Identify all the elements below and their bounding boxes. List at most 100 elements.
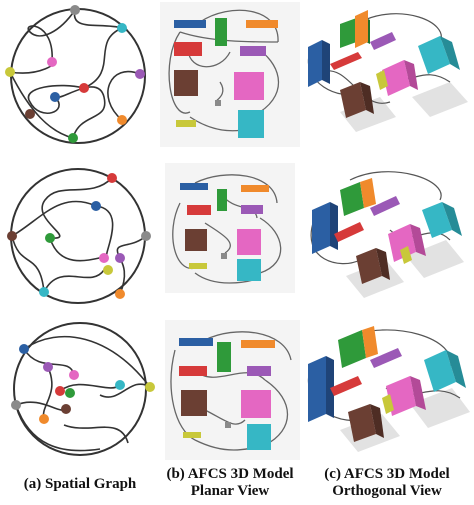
graph-node: [11, 400, 21, 410]
pink-block: [234, 72, 264, 100]
blue-bar-block: [180, 183, 208, 190]
caption-ortho-line2: Orthogonal View: [332, 483, 442, 499]
green-block: [215, 18, 227, 46]
red-block: [174, 42, 202, 56]
blue-bar-block: [174, 20, 206, 28]
green-block-3d: [340, 182, 364, 216]
green-block: [217, 342, 231, 372]
caption-planar-line2: Planar View: [190, 483, 270, 499]
planar-view-2: [165, 163, 295, 293]
orange-bar-block: [246, 20, 278, 28]
graph-node: [117, 115, 127, 125]
graph-node: [115, 380, 125, 390]
olive-block-3d: [400, 246, 412, 264]
olive-block: [183, 432, 201, 438]
orange-bar-block: [241, 340, 275, 348]
purple-block: [240, 46, 266, 56]
graph-node: [47, 57, 57, 67]
blue-block-3d: [308, 356, 326, 422]
graph-node: [99, 253, 109, 263]
gray-connector: [225, 422, 231, 428]
graph-node: [5, 67, 15, 77]
graph-node: [45, 233, 55, 243]
red-cylinder-3d: [330, 376, 362, 396]
graph-node: [39, 287, 49, 297]
green-block: [217, 189, 227, 211]
caption-orthogonal-view: (c) AFCS 3D Model Orthogonal View: [300, 466, 474, 500]
purple-block: [241, 205, 263, 214]
graph-node: [117, 23, 127, 33]
graph-nodes: [5, 5, 145, 143]
orthogonal-view-1: [300, 2, 474, 147]
spatial-graph-2: [0, 160, 160, 310]
graph-node: [103, 265, 113, 275]
spatial-graph-1: [0, 2, 160, 147]
brown-block-3d: [356, 248, 382, 284]
orange-block-3d: [355, 10, 368, 48]
blue-block-3d: [308, 40, 322, 87]
graph-node: [145, 382, 155, 392]
graph-node: [115, 289, 125, 299]
brown-block: [185, 229, 207, 251]
orange-block-3d: [362, 326, 378, 358]
teal-block: [238, 110, 264, 138]
graph-node: [141, 231, 151, 241]
teal-block-3d: [424, 350, 456, 392]
orange-block-3d: [360, 178, 376, 208]
graph-node: [68, 133, 78, 143]
caption-ortho-line1: (c) AFCS 3D Model: [324, 466, 450, 482]
graph-node: [70, 5, 80, 15]
orange-bar-block: [241, 185, 269, 192]
graph-node: [50, 92, 60, 102]
caption-planar-view: (b) AFCS 3D Model Planar View: [160, 466, 300, 500]
pink-block-3d: [386, 376, 416, 416]
graph-node: [39, 414, 49, 424]
teal-block-3d: [418, 36, 450, 74]
graph-node: [69, 370, 79, 380]
brown-block-3d: [340, 82, 366, 118]
orthogonal-view-2: [300, 160, 474, 310]
caption-spatial-graph: (a) Spatial Graph: [0, 476, 160, 493]
teal-block-3d: [422, 202, 452, 238]
purple-block: [247, 366, 271, 376]
spatial-graph-3: [0, 315, 160, 465]
gray-connector: [215, 100, 221, 106]
red-block: [179, 366, 207, 376]
brown-block: [181, 390, 207, 416]
graph-node: [65, 388, 75, 398]
red-cylinder-3d: [334, 222, 364, 242]
brown-block-3d: [348, 404, 376, 442]
red-cylinder-3d: [330, 52, 362, 70]
teal-block: [237, 259, 261, 281]
pink-block-3d: [382, 60, 410, 96]
red-block: [187, 205, 211, 215]
purple-cylinder-3d: [370, 32, 396, 50]
caption-spatial-text: (a) Spatial Graph: [23, 476, 137, 492]
teal-block: [247, 424, 271, 450]
graph-node: [43, 362, 53, 372]
olive-block: [189, 263, 207, 269]
brown-block: [174, 70, 198, 96]
purple-cylinder-3d: [370, 348, 402, 368]
green-block-3d: [338, 330, 366, 368]
graph-node: [107, 173, 117, 183]
blue-block-3d: [312, 202, 330, 254]
pink-block: [241, 390, 271, 418]
planar-view-1: [160, 2, 300, 147]
graph-node: [79, 83, 89, 93]
graph-node: [91, 201, 101, 211]
graph-node: [55, 386, 65, 396]
orthogonal-view-3: [300, 318, 474, 463]
graph-node: [135, 69, 145, 79]
gray-connector: [221, 253, 227, 259]
purple-cylinder-3d: [370, 196, 400, 216]
graph-node: [25, 109, 35, 119]
graph-node: [19, 344, 29, 354]
blue-bar-block: [179, 338, 213, 346]
graph-node: [115, 253, 125, 263]
pink-block: [237, 229, 261, 255]
graph-nodes: [11, 344, 155, 424]
olive-block-3d: [376, 70, 388, 90]
graph-node: [7, 231, 17, 241]
graph-nodes: [7, 173, 151, 299]
